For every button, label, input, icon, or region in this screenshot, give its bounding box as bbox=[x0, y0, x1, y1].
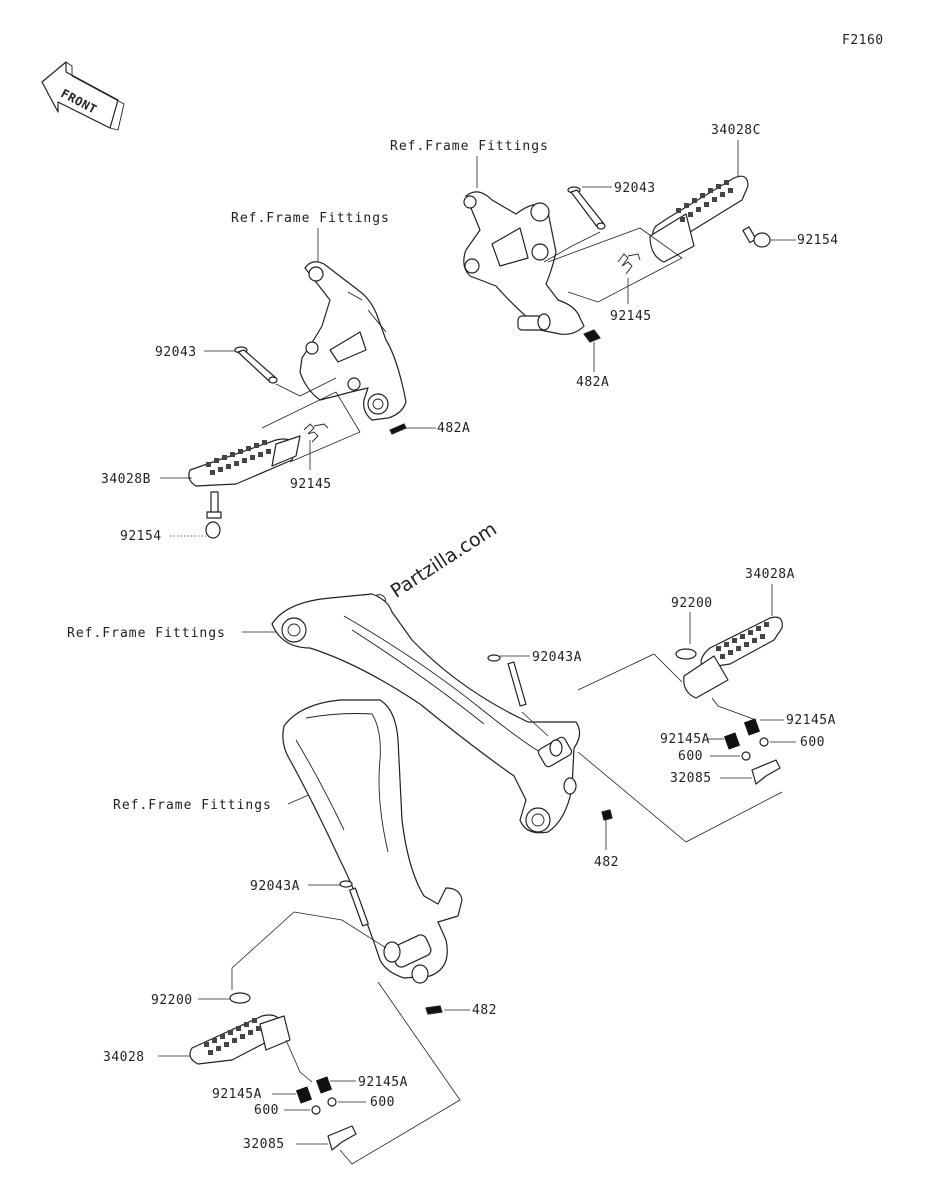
upper-left-assembly: Ref.Frame Fittings 92043 482A bbox=[101, 211, 470, 544]
spring-92145A-middle-left bbox=[723, 732, 741, 750]
label-600-lower-right: 600 bbox=[370, 1095, 395, 1110]
footrest-bracket-right bbox=[463, 191, 585, 335]
spring-92145-left bbox=[303, 423, 329, 443]
label-92145-right: 92145 bbox=[610, 309, 652, 324]
label-600-middle-left: 600 bbox=[678, 749, 703, 764]
ref-frame-fittings-upper-left: Ref.Frame Fittings bbox=[231, 211, 390, 226]
spring-92145A-middle-right bbox=[743, 718, 761, 736]
clip-482-middle bbox=[601, 809, 613, 821]
label-92043A-lower: 92043A bbox=[250, 879, 300, 894]
label-32085-lower: 32085 bbox=[243, 1137, 285, 1152]
footpeg-34028 bbox=[189, 1014, 291, 1065]
label-92043A-middle: 92043A bbox=[532, 650, 582, 665]
footpeg-34028C bbox=[649, 175, 749, 263]
footpeg-34028B bbox=[188, 435, 301, 487]
washer-92200-middle bbox=[675, 648, 697, 660]
spring-92145A-lower-left bbox=[295, 1086, 313, 1104]
label-34028: 34028 bbox=[103, 1050, 145, 1065]
pin-92043A-middle bbox=[487, 654, 527, 707]
label-482A-right: 482A bbox=[576, 375, 609, 390]
washer-92200-lower bbox=[229, 992, 251, 1004]
clip-482A-left bbox=[389, 423, 407, 435]
label-92043-right: 92043 bbox=[614, 181, 656, 196]
label-482-lower: 482 bbox=[472, 1003, 497, 1018]
ball-600-middle-right bbox=[759, 737, 769, 747]
label-600-middle-right: 600 bbox=[800, 735, 825, 750]
rear-footrest-bracket-left bbox=[282, 699, 463, 979]
label-92145A-lower-right: 92145A bbox=[358, 1075, 408, 1090]
label-92145A-middle-right: 92145A bbox=[786, 713, 836, 728]
middle-assembly: Ref.Frame Fittings 92043A 34028A bbox=[67, 567, 836, 870]
label-34028B: 34028B bbox=[101, 472, 151, 487]
stopper-32085-lower bbox=[327, 1125, 357, 1151]
lower-assembly: Ref.Frame Fittings 92043A 482 92200 3402… bbox=[103, 699, 497, 1165]
spring-92145-right bbox=[617, 253, 641, 275]
label-92145A-middle-left: 92145A bbox=[660, 732, 710, 747]
diagram-id: F2160 bbox=[842, 33, 884, 48]
ball-600-lower-right bbox=[327, 1097, 337, 1107]
stopper-32085-middle bbox=[751, 759, 781, 785]
upper-right-assembly: Ref.Frame Fittings 92043 34028C bbox=[390, 123, 839, 390]
pin-92043-right bbox=[567, 186, 606, 230]
label-32085-middle: 32085 bbox=[670, 771, 712, 786]
rear-footrest-bracket-right bbox=[271, 593, 581, 834]
label-92145-left: 92145 bbox=[290, 477, 332, 492]
watermark: © Partzilla.com bbox=[366, 518, 501, 616]
label-600-lower-left: 600 bbox=[254, 1103, 279, 1118]
label-92200-middle: 92200 bbox=[671, 596, 713, 611]
footpeg-34028A bbox=[683, 616, 783, 699]
label-92154-left: 92154 bbox=[120, 529, 162, 544]
ref-frame-fittings-upper-right: Ref.Frame Fittings bbox=[390, 139, 549, 154]
ref-frame-fittings-lower: Ref.Frame Fittings bbox=[113, 798, 272, 813]
pin-92043A-lower bbox=[339, 880, 369, 927]
label-34028A: 34028A bbox=[745, 567, 795, 582]
ball-600-lower-left bbox=[311, 1105, 321, 1115]
stud-92154-left bbox=[205, 491, 222, 539]
label-92145A-lower-left: 92145A bbox=[212, 1087, 262, 1102]
stud-92154-right bbox=[742, 226, 771, 248]
label-482A-left: 482A bbox=[437, 421, 470, 436]
front-arrow-icon: FRONT bbox=[41, 61, 125, 131]
label-482-middle: 482 bbox=[594, 855, 619, 870]
label-92043-left: 92043 bbox=[155, 345, 197, 360]
label-92154-right: 92154 bbox=[797, 233, 839, 248]
spring-92145A-lower-right bbox=[315, 1076, 333, 1094]
ball-600-middle-left bbox=[741, 751, 751, 761]
pin-92043-left bbox=[234, 346, 278, 384]
ref-frame-fittings-middle: Ref.Frame Fittings bbox=[67, 626, 226, 641]
clip-482A-right bbox=[583, 329, 601, 343]
clip-482-lower bbox=[425, 1005, 443, 1015]
label-92200-lower: 92200 bbox=[151, 993, 193, 1008]
label-34028C: 34028C bbox=[711, 123, 761, 138]
